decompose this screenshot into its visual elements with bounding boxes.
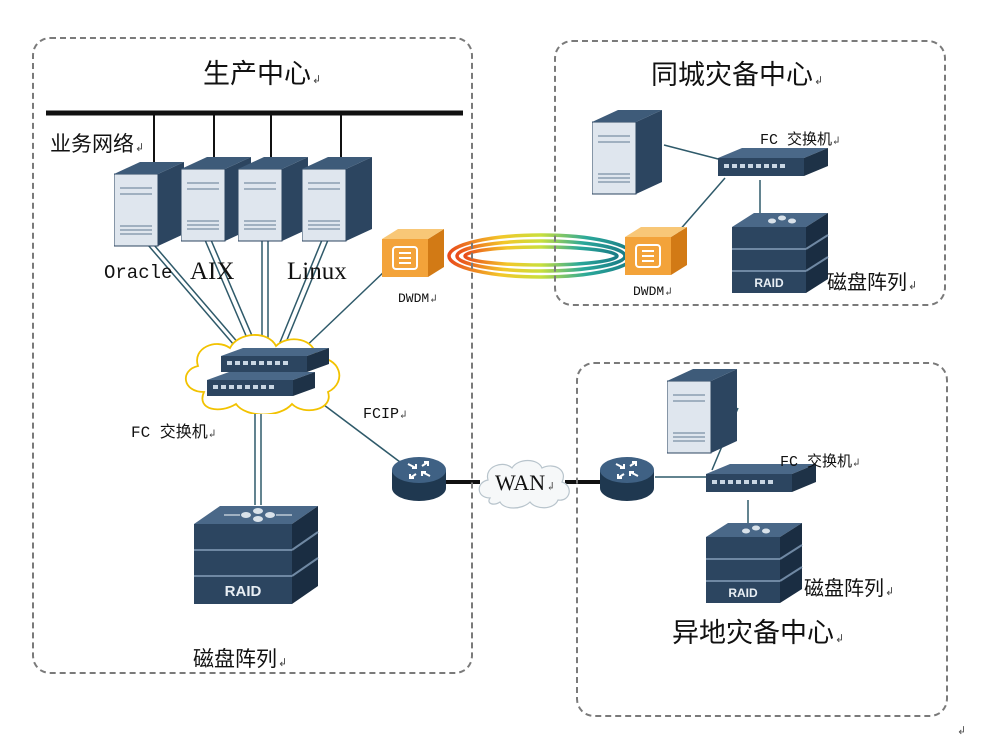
fc-switch-icon — [718, 148, 828, 176]
fc-switch-icon — [706, 464, 816, 492]
server-icon — [667, 369, 737, 454]
router-icon — [392, 457, 446, 501]
fc-switch-icon — [207, 348, 329, 396]
aix-server-label: AIX — [190, 258, 235, 285]
raid-label: RAID — [225, 583, 262, 600]
dwdm-icon — [625, 227, 687, 275]
raid-label: RAID — [754, 276, 784, 290]
dwdm-icon — [382, 229, 444, 277]
raid-disk-array-icon: RAID — [732, 213, 829, 293]
dwdm-label-right: DWDM↲ — [633, 284, 672, 299]
business-network-label: 业务网络↲ — [50, 132, 145, 156]
server-icon — [238, 157, 308, 242]
disk-array-remote-label: 磁盘阵列↲ — [804, 576, 895, 600]
disk-array-main-label: 磁盘阵列↲ — [193, 647, 288, 671]
oracle-server-label: Oracle — [104, 262, 173, 284]
dwdm-label-left: DWDM↲ — [398, 291, 437, 306]
same-city-dr-zone — [554, 40, 946, 306]
router-icon — [600, 457, 654, 501]
raid-disk-array-icon: RAID — [706, 523, 803, 603]
production-center-zone — [32, 37, 473, 674]
fc-switch-same-city-label: FC 交换机↲ — [760, 132, 840, 149]
server-icon — [592, 110, 662, 195]
fc-switch-main-label: FC 交换机↲ — [131, 424, 216, 442]
fc-switch-remote-label: FC 交换机↲ — [780, 454, 860, 471]
server-icon — [302, 157, 372, 242]
server-icon — [114, 162, 184, 247]
same-city-dr-title: 同城灾备中心↲ — [651, 60, 824, 91]
paragraph-mark: ↲ — [957, 724, 967, 737]
raid-disk-array-icon: RAID — [194, 506, 319, 604]
wan-label: WAN↲ — [495, 470, 556, 495]
cloud-icon — [478, 459, 570, 509]
disk-array-same-city-label: 磁盘阵列↲ — [827, 270, 918, 294]
fcip-label: FCIP↲ — [363, 406, 407, 423]
remote-dr-title: 异地灾备中心↲ — [672, 618, 845, 649]
linux-server-label: Linux — [287, 258, 347, 285]
production-center-title: 生产中心↲ — [203, 59, 322, 90]
raid-label: RAID — [728, 586, 758, 600]
remote-dr-zone — [576, 362, 948, 717]
